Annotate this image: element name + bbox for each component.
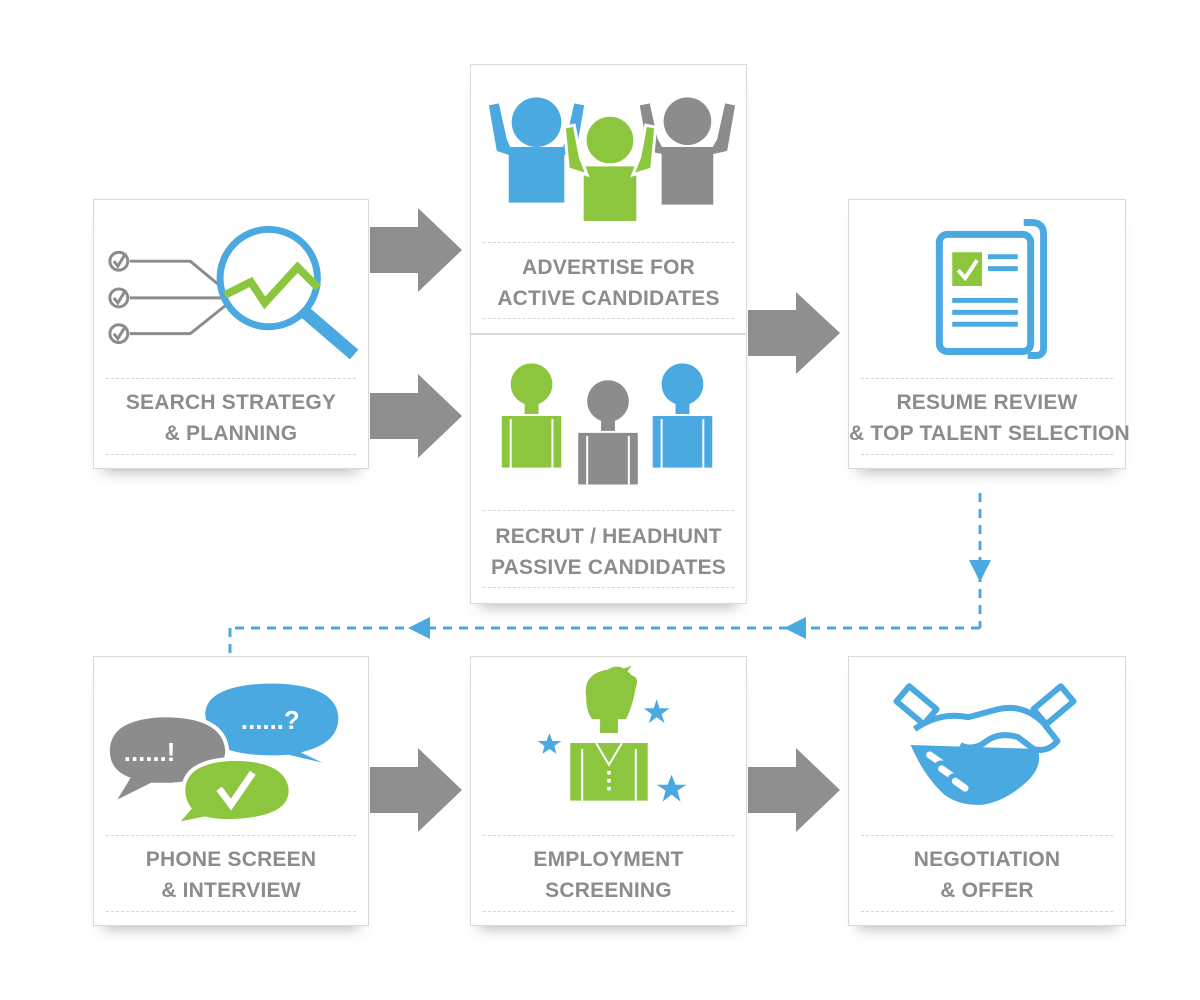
dashed-arrowhead-down (969, 560, 991, 582)
step-advertise: ADVERTISE FOR ACTIVE CANDIDATES (470, 64, 747, 334)
handshake-icon (893, 683, 1077, 805)
step-search-strategy: SEARCH STRATEGY & PLANNING (93, 199, 369, 469)
step-phone-screen: ......? ......! PHONE SCREEN & INTERVIEW (93, 656, 369, 926)
magnifier-chart-icon (108, 225, 359, 360)
dashed-arrowhead-left-2 (408, 617, 430, 639)
star-2 (537, 733, 562, 754)
step-phone-label-line-2: & INTERVIEW (161, 879, 301, 902)
step-negotiation-label-line-2: & OFFER (940, 879, 1034, 902)
dashed-arrowhead-left-1 (784, 617, 806, 639)
arrow-phone-to-employment (370, 748, 462, 832)
bubble-right-text: ......? (241, 707, 300, 735)
step-recruit-label-line-1: RECRUT / HEADHUNT (495, 525, 722, 548)
step-recruit: RECRUT / HEADHUNT PASSIVE CANDIDATES (470, 334, 747, 604)
step-resume-label-line-2: & TOP TALENT SELECTION (849, 422, 1130, 445)
star-3 (656, 774, 687, 802)
step-phone-label-line-1: PHONE SCREEN (145, 848, 317, 871)
step-negotiation: NEGOTIATION & OFFER (848, 656, 1126, 926)
star-person-icon (537, 665, 687, 802)
step-advertise-label-line-1: ADVERTISE FOR (522, 256, 695, 279)
resume-document-icon (935, 218, 1048, 359)
arrow-to-resume (748, 292, 840, 374)
step-negotiation-label-line-1: NEGOTIATION (913, 848, 1061, 871)
step-search-label-line-1: SEARCH STRATEGY (125, 391, 337, 414)
step-employment-label-line-1: EMPLOYMENT (533, 848, 684, 871)
arrow-search-to-advertise (370, 208, 462, 292)
star-1 (643, 699, 670, 724)
step-employment-screening: EMPLOYMENT SCREENING (470, 656, 747, 926)
step-advertise-label-line-2: ACTIVE CANDIDATES (497, 287, 720, 310)
step-search-label-line-2: & PLANNING (164, 422, 298, 445)
arrow-employment-to-negotiation (748, 748, 840, 832)
step-recruit-label-line-2: PASSIVE CANDIDATES (490, 556, 727, 579)
step-resume-review: RESUME REVIEW & TOP TALENT SELECTION (848, 199, 1130, 469)
arrow-search-to-recruit (370, 374, 462, 458)
speech-bubbles-icon: ......? ......! (105, 679, 343, 828)
step-resume-label-line-1: RESUME REVIEW (896, 391, 1078, 414)
candidates-icon (499, 361, 715, 487)
step-employment-label-line-2: SCREENING (545, 879, 672, 902)
bubble-left-text: ......! (124, 739, 176, 767)
cheering-people-icon (488, 97, 736, 224)
